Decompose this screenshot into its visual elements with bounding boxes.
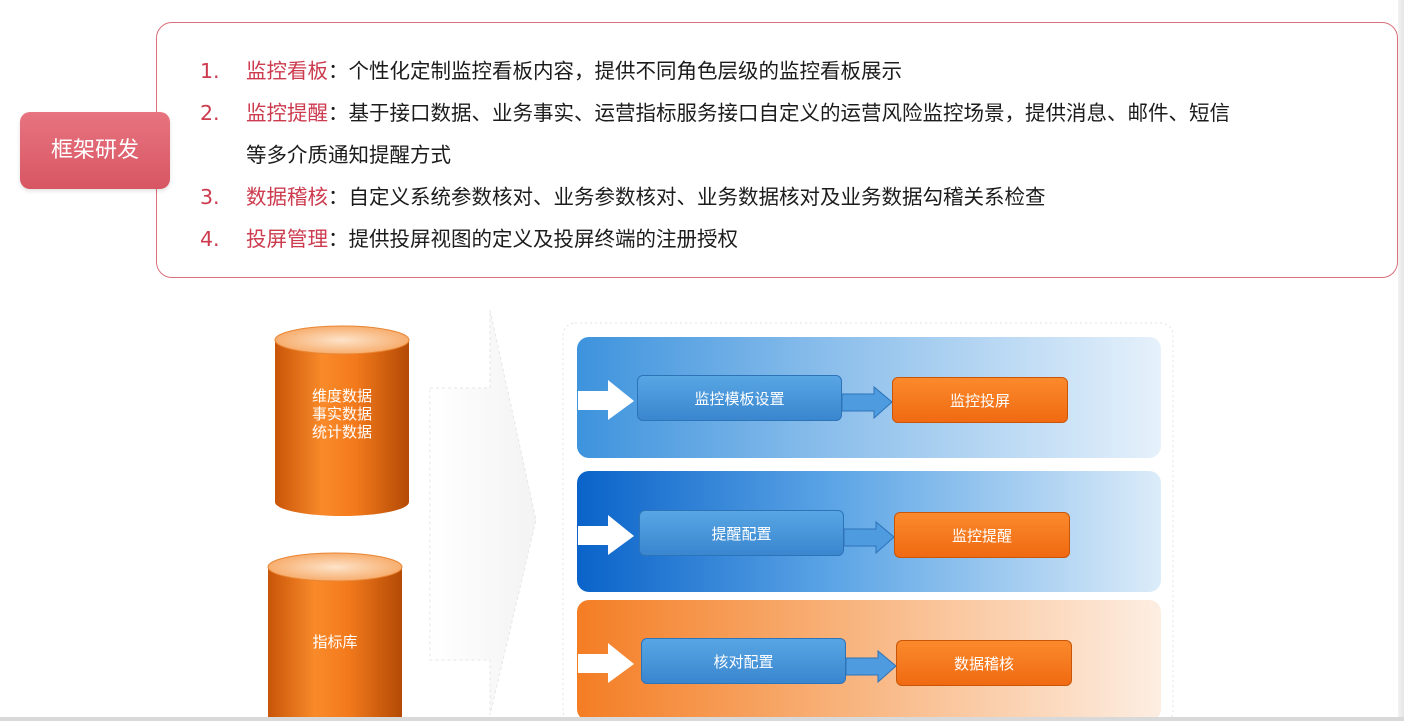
framework-item-1: 1. 监控看板：个性化定制监控看板内容，提供不同角色层级的监控看板展示 [200,50,1390,92]
cylinder-top-line: 事实数据 [311,405,372,423]
scrollbar-track [1398,0,1404,721]
item-description: 自定义系统参数核对、业务参数核对、业务数据核对及业务数据勾稽关系检查 [348,185,1046,209]
item-number: 2. [200,101,220,125]
big-flow-arrow [429,309,537,716]
cylinder-dimension-data [274,325,410,516]
node-monitor-alert: 监控提醒 [894,512,1070,558]
item-separator: ： [328,101,349,125]
framework-tag: 框架研发 [20,112,170,189]
entry-arrow-2 [578,515,634,555]
item-number: 1. [200,59,220,83]
cylinder-top-line: 维度数据 [311,387,372,405]
node-data-audit: 数据稽核 [896,640,1072,686]
item-description: 基于接口数据、业务事实、运营指标服务接口自定义的运营风险监控场景，提供消息、邮件… [348,101,1231,125]
cylinder-top-label: 维度数据 事实数据 统计数据 [275,387,409,441]
entry-arrow-1 [578,380,634,420]
entry-arrow-3 [578,643,634,683]
framework-item-2: 2. 监控提醒：基于接口数据、业务事实、运营指标服务接口自定义的运营风险监控场景… [200,92,1390,176]
node-monitor-screen: 监控投屏 [892,377,1068,423]
bottom-edge [0,717,1404,721]
item-keyword: 监控看板 [246,59,328,83]
framework-item-3: 3. 数据稽核：自定义系统参数核对、业务参数核对、业务数据核对及业务数据勾稽关系… [200,176,1390,218]
connector-arrow-1 [841,385,893,420]
item-separator: ： [328,227,349,251]
item-separator: ： [328,59,349,83]
framework-description-box [156,22,1398,278]
cylinder-bottom-label: 指标库 [312,633,358,651]
node-alert-config: 提醒配置 [639,510,844,556]
item-separator: ： [328,185,349,209]
item-keyword: 监控提醒 [246,101,328,125]
cylinder-indicator-library [267,552,403,721]
item-description-continued: 等多介质通知提醒方式 [246,143,451,167]
framework-item-4: 4. 投屏管理：提供投屏视图的定义及投屏终端的注册授权 [200,218,1390,260]
framework-item-list: 1. 监控看板：个性化定制监控看板内容，提供不同角色层级的监控看板展示 2. 监… [200,50,1390,260]
item-keyword: 投屏管理 [246,227,328,251]
connector-arrow-3 [845,649,897,684]
connector-arrow-2 [843,520,895,555]
item-description: 个性化定制监控看板内容，提供不同角色层级的监控看板展示 [348,59,903,83]
node-monitor-template-config: 监控模板设置 [637,375,842,421]
node-check-config: 核对配置 [641,638,846,684]
item-number: 4. [200,227,220,251]
item-number: 3. [200,185,220,209]
item-keyword: 数据稽核 [246,185,328,209]
cylinder-top-line: 统计数据 [311,423,372,441]
item-description: 提供投屏视图的定义及投屏终端的注册授权 [348,227,739,251]
